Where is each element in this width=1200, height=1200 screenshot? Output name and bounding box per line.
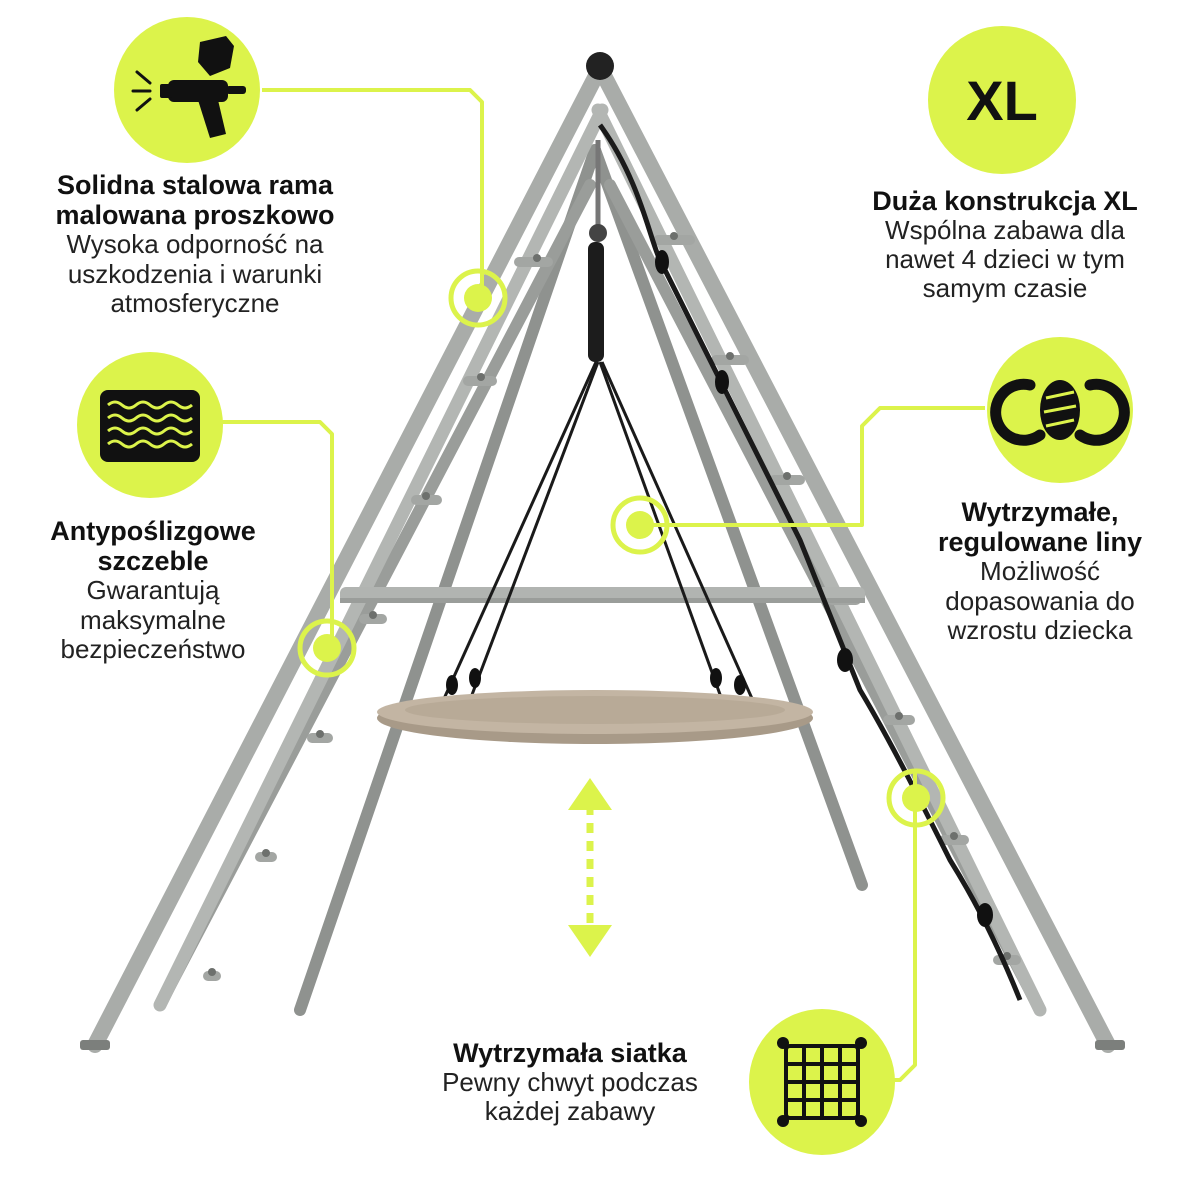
feature-rungs-desc-line-1: Gwarantują xyxy=(86,575,220,606)
feature-rungs: Antypoślizgowe szczeble Gwarantują maksy… xyxy=(18,516,288,664)
feature-frame-title-line-1: Solidna stalowa rama xyxy=(56,170,334,200)
xl-badge-label: XL xyxy=(966,69,1038,132)
feature-ropes-desc-line-1: Możliwość xyxy=(980,556,1100,587)
feature-rungs-title-line-2: szczeble xyxy=(97,546,209,577)
marker-frame xyxy=(448,268,508,328)
swing-hanger xyxy=(436,140,760,713)
feature-ropes-title-line-1: Wytrzymałe, xyxy=(961,497,1119,527)
feature-net-desc-line-1: Pewny chwyt podczas xyxy=(442,1067,698,1098)
feature-frame: Solidna stalowa rama malowana proszkowo … xyxy=(20,170,370,318)
rope-knot-icon xyxy=(987,337,1133,483)
feature-xl-desc-line-3: samym czasie xyxy=(922,273,1088,304)
feature-ropes-desc-line-3: wzrostu dziecka xyxy=(947,614,1133,645)
marker-rungs xyxy=(297,618,357,678)
wavy-lines-icon xyxy=(77,352,223,498)
feature-xl-desc-line-2: nawet 4 dzieci w tym xyxy=(885,244,1125,275)
marker-net xyxy=(886,768,946,828)
nest-seat xyxy=(377,690,813,744)
height-adjust-arrow-icon xyxy=(568,778,612,957)
callout-markers xyxy=(297,268,946,828)
spray-gun-icon xyxy=(114,17,260,163)
feature-ropes: Wytrzymałe, regulowane liny Możliwość do… xyxy=(900,497,1180,645)
feature-ropes-desc-line-2: dopasowania do xyxy=(945,585,1135,616)
feature-frame-desc-line-2: uszkodzenia i warunki xyxy=(67,258,323,289)
feature-rungs-desc-line-3: bezpieczeństwo xyxy=(60,633,246,664)
feature-xl: Duża konstrukcja XL Wspólna zabawa dla n… xyxy=(830,186,1180,304)
feature-ropes-title-line-2: regulowane liny xyxy=(937,527,1143,558)
xl-badge-icon: XL xyxy=(928,26,1076,174)
swing-frame xyxy=(80,52,1125,1053)
feature-frame-title-line-2: malowana proszkowo xyxy=(55,200,335,231)
feature-rungs-title-line-1: Antypoślizgowe xyxy=(50,516,256,546)
feature-net-title-line-1: Wytrzymała siatka xyxy=(453,1038,687,1068)
feature-xl-title-line-1: Duża konstrukcja XL xyxy=(872,186,1138,216)
feature-net: Wytrzymała siatka Pewny chwyt podczas ka… xyxy=(380,1038,760,1126)
net-grid-icon xyxy=(749,1009,895,1155)
feature-frame-desc-line-3: atmosferyczne xyxy=(110,287,280,318)
rope-knots xyxy=(655,250,993,927)
feature-net-desc-line-2: każdej zabawy xyxy=(484,1096,656,1127)
feature-rungs-desc-line-2: maksymalne xyxy=(80,604,226,635)
feature-xl-desc-line-1: Wspólna zabawa dla xyxy=(885,215,1125,246)
feature-frame-desc-line-1: Wysoka odporność na xyxy=(66,229,324,260)
marker-ropes xyxy=(610,495,670,555)
